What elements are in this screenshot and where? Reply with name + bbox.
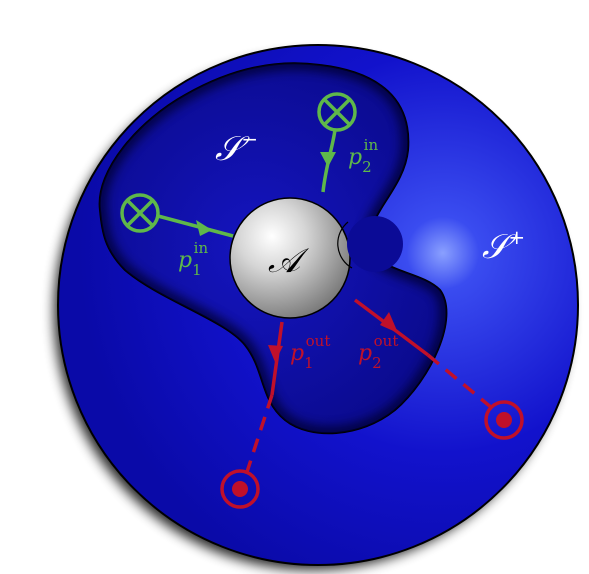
central-blob: 𝒜: [229, 197, 403, 319]
circle-dot-icon: [220, 469, 260, 509]
circle-dot-icon: [484, 400, 524, 440]
incoming-label-1: p1in: [178, 239, 208, 279]
incoming-particle-1: p1in: [120, 193, 234, 279]
incoming-particle-2: p2in: [317, 92, 378, 193]
outgoing-particle-2: p2out: [353, 298, 524, 440]
outgoing-label-1: p1out: [290, 332, 330, 372]
outgoing-label-2: p2out: [358, 332, 398, 372]
incoming-label-2: p2in: [348, 136, 378, 176]
outgoing-particle-1: p1out: [220, 321, 330, 509]
circle-times-icon: [317, 92, 357, 132]
circle-times-icon: [120, 193, 160, 233]
